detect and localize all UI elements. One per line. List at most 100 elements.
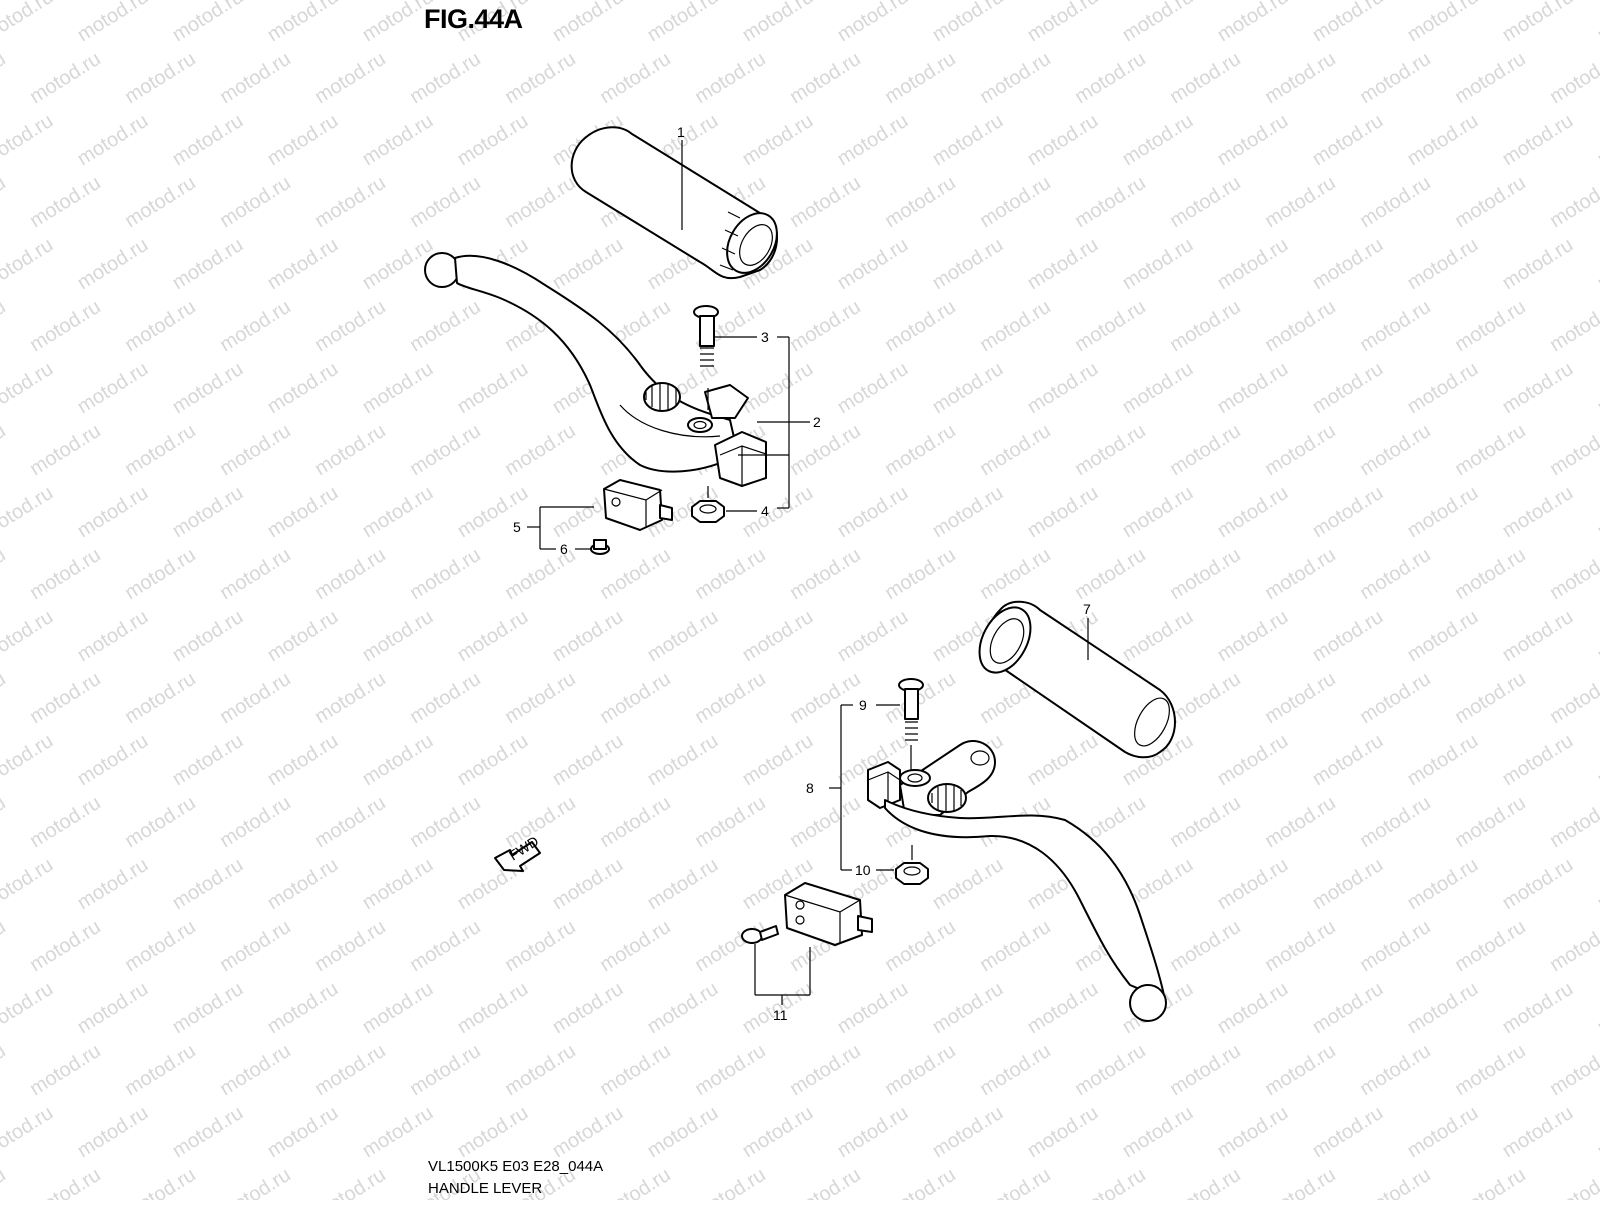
throttle-grip: [570, 126, 779, 280]
watermark-text: motod.ru: [0, 792, 10, 852]
callout-11: 11: [773, 1007, 788, 1023]
watermark-text: motod.ru: [1403, 358, 1482, 418]
watermark-text: motod.ru: [501, 1040, 580, 1100]
watermark-text: motod.ru: [976, 48, 1055, 108]
watermark-text: motod.ru: [358, 482, 437, 542]
watermark-text: motod.ru: [311, 296, 390, 356]
watermark-text: motod.ru: [976, 916, 1055, 976]
watermark-text: motod.ru: [216, 544, 295, 604]
watermark-text: motod.ru: [1118, 358, 1197, 418]
watermark-text: motod.ru: [928, 234, 1007, 294]
watermark-text: motod.ru: [1498, 730, 1577, 790]
watermark-text: motod.ru: [1403, 234, 1482, 294]
watermark-text: motod.ru: [1451, 544, 1530, 604]
watermark-text: motod.ru: [1118, 1102, 1197, 1162]
watermark-text: motod.ru: [1593, 110, 1600, 170]
watermark-text: motod.ru: [216, 916, 295, 976]
watermark-text: motod.ru: [311, 544, 390, 604]
watermark-text: motod.ru: [1071, 48, 1150, 108]
watermark-text: motod.ru: [121, 420, 200, 480]
watermark-text: motod.ru: [1451, 916, 1530, 976]
watermark-text: motod.ru: [881, 172, 960, 232]
watermark-text: motod.ru: [73, 0, 152, 46]
watermark-text: motod.ru: [311, 48, 390, 108]
watermark-text: motod.ru: [1166, 172, 1245, 232]
watermark-text: motod.ru: [1451, 792, 1530, 852]
front-stop-switch: [603, 479, 673, 531]
watermark-text: motod.ru: [928, 0, 1007, 46]
watermark-text: motod.ru: [548, 730, 627, 790]
watermark-text: motod.ru: [881, 1164, 960, 1200]
watermark-text: motod.ru: [786, 48, 865, 108]
watermark-text: motod.ru: [358, 854, 437, 914]
watermark-text: motod.ru: [1403, 110, 1482, 170]
left-grip: [978, 600, 1176, 759]
watermark-text: motod.ru: [738, 0, 817, 46]
watermark-text: motod.ru: [1213, 978, 1292, 1038]
watermark-text: motod.ru: [263, 482, 342, 542]
watermark-text: motod.ru: [26, 296, 105, 356]
watermark-text: motod.ru: [216, 420, 295, 480]
watermark-text: motod.ru: [1546, 172, 1600, 232]
watermark-text: motod.ru: [311, 916, 390, 976]
watermark-text: motod.ru: [1546, 1164, 1600, 1200]
callout-5: 5: [513, 519, 521, 535]
watermark-text: motod.ru: [168, 1102, 247, 1162]
watermark-text: motod.ru: [833, 606, 912, 666]
watermark-text: motod.ru: [1166, 296, 1245, 356]
watermark-text: motod.ru: [1213, 358, 1292, 418]
watermark-text: motod.ru: [0, 420, 10, 480]
watermark-text: motod.ru: [691, 792, 770, 852]
watermark-text: motod.ru: [548, 854, 627, 914]
watermark-text: motod.ru: [263, 234, 342, 294]
watermark-text: motod.ru: [263, 978, 342, 1038]
watermark-text: motod.ru: [0, 234, 57, 294]
watermark-text: motod.ru: [833, 482, 912, 542]
watermark-text: motod.ru: [73, 482, 152, 542]
watermark-text: motod.ru: [216, 668, 295, 728]
watermark-text: motod.ru: [738, 482, 817, 542]
watermark-text: motod.ru: [216, 792, 295, 852]
watermark-text: motod.ru: [833, 1102, 912, 1162]
watermark-text: motod.ru: [643, 0, 722, 46]
watermark-text: motod.ru: [0, 48, 10, 108]
watermark-text: motod.ru: [26, 1164, 105, 1200]
watermark-text: motod.ru: [1546, 916, 1600, 976]
watermark-text: motod.ru: [358, 606, 437, 666]
watermark-text: motod.ru: [1166, 792, 1245, 852]
watermark-text: motod.ru: [0, 172, 10, 232]
watermark-text: motod.ru: [881, 668, 960, 728]
watermark-text: motod.ru: [928, 110, 1007, 170]
watermark-text: motod.ru: [1166, 48, 1245, 108]
watermark-text: motod.ru: [643, 1102, 722, 1162]
watermark-text: motod.ru: [406, 48, 485, 108]
watermark-text: motod.ru: [501, 172, 580, 232]
watermark-text: motod.ru: [168, 234, 247, 294]
callout-9: 9: [859, 697, 867, 713]
watermark-text: motod.ru: [1213, 606, 1292, 666]
watermark-text: motod.ru: [786, 420, 865, 480]
watermark-text: motod.ru: [73, 606, 152, 666]
watermark-text: motod.ru: [691, 1040, 770, 1100]
watermark-text: motod.ru: [501, 48, 580, 108]
watermark-text: motod.ru: [216, 1040, 295, 1100]
watermark-text: motod.ru: [121, 544, 200, 604]
watermark-text: motod.ru: [1261, 420, 1340, 480]
watermark-text: motod.ru: [928, 358, 1007, 418]
watermark-text: motod.ru: [1593, 1102, 1600, 1162]
watermark-text: motod.ru: [1308, 358, 1387, 418]
watermark-text: motod.ru: [691, 1164, 770, 1200]
watermark-text: motod.ru: [1166, 668, 1245, 728]
watermark-text: motod.ru: [26, 544, 105, 604]
watermark-text: motod.ru: [263, 854, 342, 914]
watermark-text: motod.ru: [643, 730, 722, 790]
watermark-text: motod.ru: [0, 296, 10, 356]
watermark-text: motod.ru: [1308, 978, 1387, 1038]
watermark-text: motod.ru: [548, 978, 627, 1038]
watermark-text: motod.ru: [738, 1102, 817, 1162]
watermark-text: motod.ru: [0, 358, 57, 418]
watermark-text: motod.ru: [1261, 1040, 1340, 1100]
watermark-text: motod.ru: [358, 110, 437, 170]
watermark-text: motod.ru: [1118, 606, 1197, 666]
